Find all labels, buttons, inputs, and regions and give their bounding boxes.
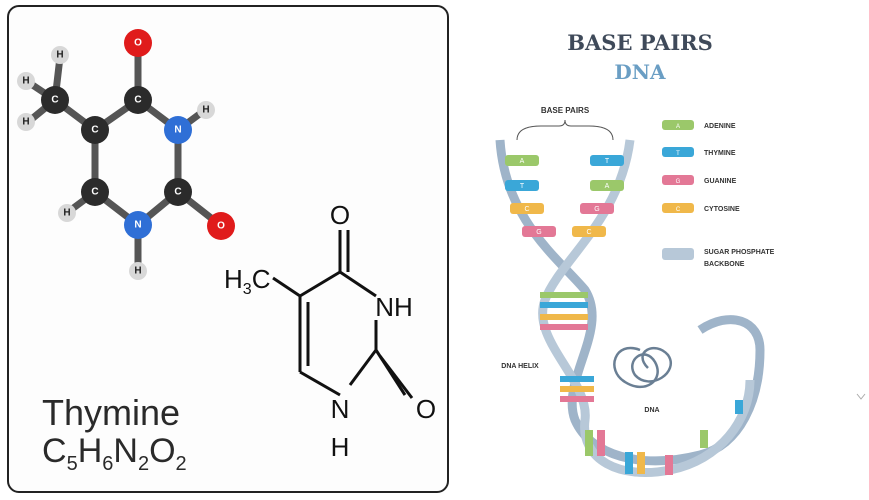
diagram-subtitle: DNA	[614, 60, 666, 84]
carbon-atom	[81, 178, 109, 206]
svg-text:H: H	[56, 50, 63, 61]
svg-text:A: A	[520, 158, 525, 165]
svg-text:T: T	[605, 158, 610, 165]
oxygen-atom	[207, 212, 235, 240]
molecule-name: Thymine	[42, 392, 181, 433]
svg-text:H3C: H3C	[224, 264, 270, 298]
nitrogen-atom	[164, 116, 192, 144]
carbon-atom	[41, 86, 69, 114]
svg-text:O: O	[416, 394, 436, 424]
carbon-atom	[124, 86, 152, 114]
backbone-strand	[495, 139, 765, 466]
svg-text:H: H	[22, 117, 29, 128]
molecular-formula: C5H6N2O2	[42, 432, 187, 475]
svg-text:N: N	[331, 394, 350, 424]
carbon-atom	[81, 116, 109, 144]
svg-text:G: G	[676, 179, 681, 185]
svg-text:H: H	[134, 266, 141, 277]
svg-text:CYTOSINE: CYTOSINE	[704, 206, 740, 213]
dna-coil	[613, 346, 672, 389]
svg-text:T: T	[676, 151, 680, 157]
legend: A T G C ADENINE THYMINE GUANINE CYTOSINE…	[662, 120, 775, 268]
svg-text:H: H	[22, 76, 29, 87]
hydrogen-atom	[51, 46, 69, 64]
diagram-title: BASE PAIRS	[567, 30, 713, 55]
svg-text:G: G	[594, 206, 599, 213]
dna-helix-label: DNA HELIX	[501, 363, 539, 370]
chevron-down-icon	[856, 393, 866, 400]
nitrogen-atom	[124, 211, 152, 239]
svg-text:G: G	[536, 229, 541, 236]
svg-text:C: C	[586, 229, 591, 236]
svg-text:A: A	[676, 124, 680, 130]
svg-text:C: C	[134, 95, 141, 106]
thymine-panel	[7, 5, 449, 493]
svg-text:SUGAR PHOSPHATE: SUGAR PHOSPHATE	[704, 249, 775, 256]
svg-text:C: C	[676, 207, 681, 213]
svg-text:N: N	[134, 220, 141, 231]
svg-text:H: H	[331, 432, 350, 462]
svg-text:H: H	[202, 105, 209, 116]
svg-text:BACKBONE: BACKBONE	[704, 261, 745, 268]
svg-text:THYMINE: THYMINE	[704, 150, 736, 157]
backbone-strand	[538, 139, 755, 478]
base-pairs-brace	[516, 119, 614, 141]
svg-text:O: O	[330, 200, 350, 230]
hydrogen-atom	[58, 204, 76, 222]
svg-text:C: C	[524, 206, 529, 213]
hydrogen-atom	[17, 72, 35, 90]
carbon-atom	[164, 178, 192, 206]
svg-text:O: O	[134, 38, 142, 49]
base-pairs-label: BASE PAIRS	[541, 106, 590, 115]
hydrogen-atom	[129, 262, 147, 280]
oxygen-atom	[124, 29, 152, 57]
svg-text:C: C	[91, 125, 98, 136]
svg-text:ADENINE: ADENINE	[704, 123, 736, 130]
svg-text:C: C	[51, 95, 58, 106]
svg-text:NH: NH	[375, 292, 413, 322]
svg-text:A: A	[605, 183, 610, 190]
hydrogen-atom	[197, 101, 215, 119]
dna-label: DNA	[644, 407, 659, 414]
svg-text:GUANINE: GUANINE	[704, 178, 737, 185]
hydrogen-atom	[17, 113, 35, 131]
svg-text:O: O	[217, 221, 225, 232]
svg-text:T: T	[520, 183, 525, 190]
svg-text:N: N	[174, 125, 181, 136]
svg-text:H: H	[63, 208, 70, 219]
svg-text:C: C	[91, 187, 98, 198]
svg-text:C: C	[174, 187, 181, 198]
